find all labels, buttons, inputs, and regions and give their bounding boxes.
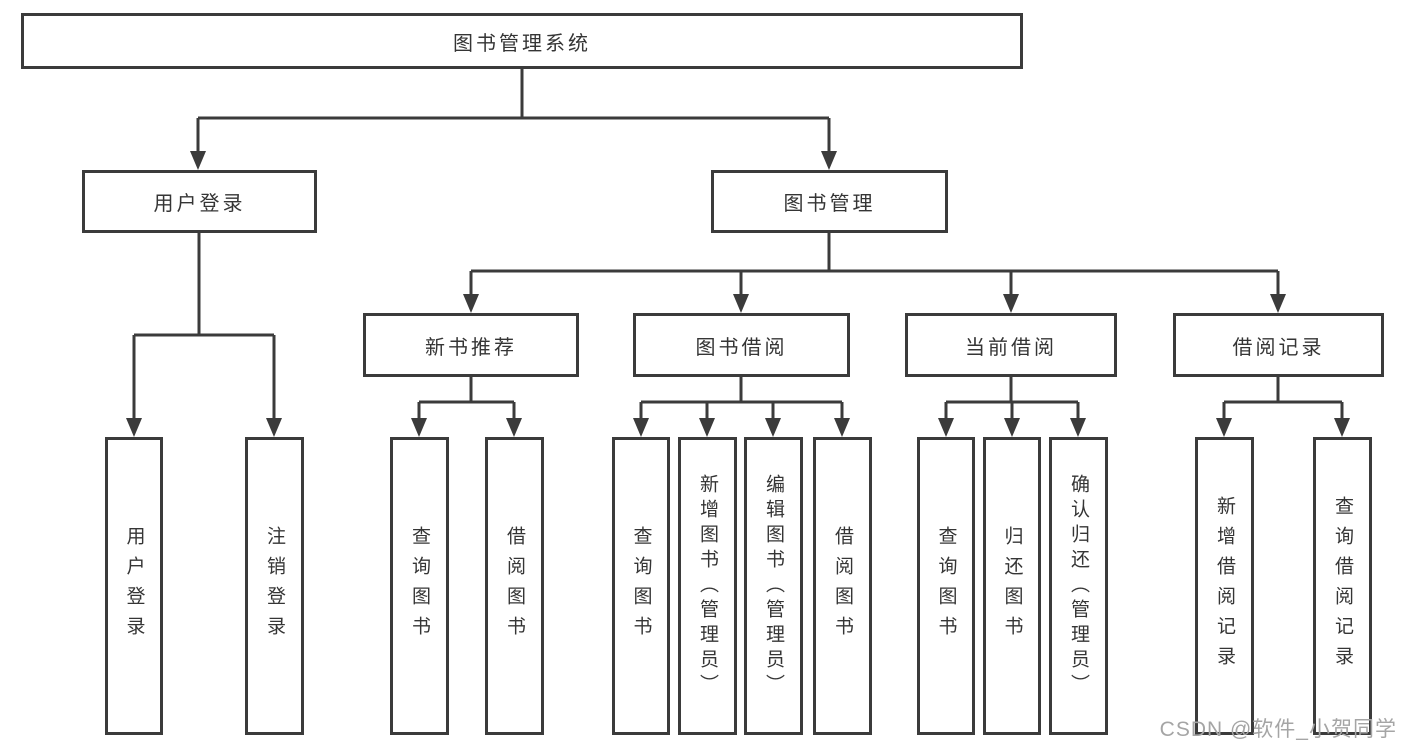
node-borrow-records-label: 借阅记录 xyxy=(1232,336,1325,359)
leaf-borrow-borrow-books: 借阅图书 xyxy=(813,437,872,735)
leaf-edit-book-admin: 编辑图书（管理员） xyxy=(744,437,803,735)
leaf-borrow-borrow-books-label: 借阅图书 xyxy=(832,526,853,646)
node-root: 图书管理系统 xyxy=(21,13,1023,69)
node-book-management: 图书管理 xyxy=(711,170,948,233)
node-user-login-label: 用户登录 xyxy=(153,193,246,215)
leaf-user-login: 用户登录 xyxy=(105,437,163,735)
node-current-borrow: 当前借阅 xyxy=(905,313,1117,377)
leaf-query-borrow-record-label: 查询借阅记录 xyxy=(1332,496,1353,676)
leaf-recommend-query-books-label: 查询图书 xyxy=(409,526,430,646)
leaf-confirm-return-admin: 确认归还（管理员） xyxy=(1049,437,1108,735)
watermark: CSDN @软件_小贺同学 xyxy=(1159,718,1397,741)
leaf-logout-login-label: 注销登录 xyxy=(264,526,285,646)
node-book-borrow: 图书借阅 xyxy=(633,313,850,377)
leaf-add-book-admin: 新增图书（管理员） xyxy=(678,437,737,735)
leaf-user-login-label: 用户登录 xyxy=(123,526,145,646)
leaf-recommend-query-books: 查询图书 xyxy=(390,437,449,735)
leaf-recommend-borrow-books: 借阅图书 xyxy=(485,437,544,735)
leaf-query-borrow-record: 查询借阅记录 xyxy=(1313,437,1372,735)
leaf-confirm-return-admin-label: 确认归还（管理员） xyxy=(1068,473,1089,699)
leaf-logout-login: 注销登录 xyxy=(245,437,304,735)
leaf-return-books-label: 归还图书 xyxy=(1001,526,1023,646)
node-root-label: 图书管理系统 xyxy=(453,32,591,55)
node-borrow-records: 借阅记录 xyxy=(1173,313,1384,377)
leaf-current-query-books: 查询图书 xyxy=(917,437,975,735)
leaf-current-query-books-label: 查询图书 xyxy=(935,526,957,646)
leaf-recommend-borrow-books-label: 借阅图书 xyxy=(504,526,525,646)
node-book-borrow-label: 图书借阅 xyxy=(695,336,788,359)
leaf-return-books: 归还图书 xyxy=(983,437,1041,735)
leaf-edit-book-admin-label: 编辑图书（管理员） xyxy=(763,473,784,699)
node-user-login: 用户登录 xyxy=(82,170,317,233)
node-book-management-label: 图书管理 xyxy=(783,193,876,215)
leaf-borrow-query-books: 查询图书 xyxy=(612,437,670,735)
leaf-borrow-query-books-label: 查询图书 xyxy=(630,526,652,646)
node-new-book-recommend: 新书推荐 xyxy=(363,313,579,377)
node-current-borrow-label: 当前借阅 xyxy=(965,336,1057,359)
node-new-book-recommend-label: 新书推荐 xyxy=(425,336,517,359)
leaf-add-book-admin-label: 新增图书（管理员） xyxy=(697,473,718,699)
leaf-add-borrow-record-label: 新增借阅记录 xyxy=(1214,496,1235,676)
leaf-add-borrow-record: 新增借阅记录 xyxy=(1195,437,1254,735)
